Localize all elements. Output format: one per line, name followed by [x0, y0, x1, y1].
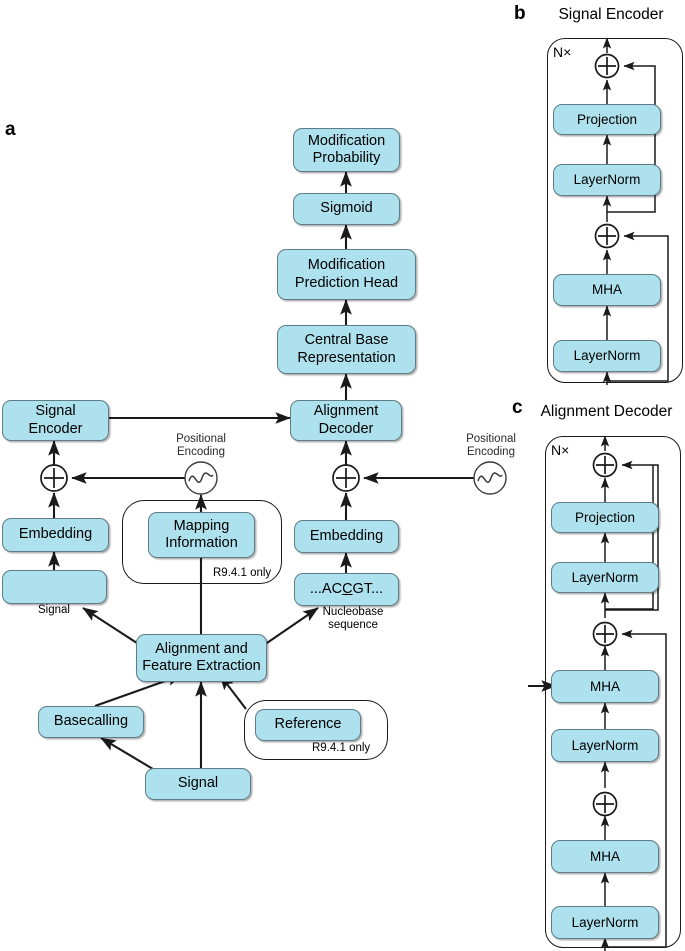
panel-c-node-mha-cross[interactable]: MHA — [551, 670, 659, 703]
node-label: Central Base Representation — [297, 332, 396, 366]
node-label: Alignment and Feature Extraction — [142, 640, 261, 674]
node-signal-input[interactable]: Signal — [145, 768, 251, 800]
alignment-decoder-container — [545, 436, 681, 948]
caption-positional-encoding-right: Positional Encoding — [466, 433, 516, 459]
panel-b-node-mha[interactable]: MHA — [553, 274, 661, 306]
node-label: Sigmoid — [320, 200, 373, 217]
panel-letter-b: b — [514, 3, 526, 24]
mapping-information-version-note: R9.4.1 only — [213, 567, 272, 579]
node-alignment-feature-extraction[interactable]: Alignment and Feature Extraction — [136, 634, 267, 682]
positional-encoding-icon-left — [184, 461, 218, 495]
node-label: Mapping Information — [165, 517, 238, 551]
signal-encoder-container — [547, 38, 683, 383]
panel-c-node-mha-self[interactable]: MHA — [551, 840, 659, 873]
reference-group — [244, 700, 388, 760]
panel-c-repeat-label: N× — [551, 442, 570, 458]
node-modification-prediction-head[interactable]: Modification Prediction Head — [277, 249, 416, 300]
mapping-information-group — [122, 500, 282, 584]
node-label: Modification Prediction Head — [294, 257, 399, 291]
node-label: Projection — [576, 111, 638, 127]
node-label: Signal — [177, 775, 219, 792]
node-label: MHA — [590, 848, 620, 864]
node-alignment-decoder[interactable]: Alignment Decoder — [290, 400, 402, 441]
panel-c-node-layernorm-middle[interactable]: LayerNorm — [551, 729, 659, 762]
node-label: Embedding — [18, 526, 93, 543]
node-label: MHA — [592, 282, 622, 298]
node-label: Basecalling — [53, 713, 129, 730]
node-signal-squiggle-box[interactable] — [2, 570, 107, 604]
node-embedding-left[interactable]: Embedding — [2, 518, 109, 552]
node-label: LayerNorm — [573, 172, 641, 188]
nucleobase-modified-base: C — [342, 580, 353, 597]
node-label: Modification Probability — [307, 132, 386, 166]
node-nucleobase-sequence-box[interactable]: ...ACCGT... — [294, 573, 399, 606]
node-mapping-information[interactable]: Mapping Information — [148, 512, 255, 558]
panel-b-title: Signal Encoder — [558, 6, 664, 23]
caption-nucleobase-sequence: Nucleobase sequence — [322, 606, 384, 631]
panel-c-node-projection[interactable]: Projection — [551, 502, 659, 533]
panel-b-repeat-label: N× — [553, 44, 572, 60]
node-label: LayerNorm — [573, 348, 641, 364]
positional-encoding-icon-right — [473, 461, 507, 495]
node-label: MHA — [590, 678, 620, 694]
node-label: LayerNorm — [571, 569, 639, 585]
panel-c-title: Alignment Decoder — [540, 403, 673, 420]
nucleobase-prefix: ...AC — [309, 580, 343, 597]
nucleobase-text: ...ACCGT... — [310, 581, 383, 598]
reference-version-note: R9.4.1 only — [312, 742, 371, 754]
node-reference[interactable]: Reference — [255, 709, 361, 741]
panel-letter-a: a — [5, 119, 16, 140]
add-node-decoder-branch — [332, 464, 360, 492]
node-label: LayerNorm — [571, 914, 639, 930]
node-modification-probability[interactable]: Modification Probability — [293, 128, 400, 172]
node-sigmoid[interactable]: Sigmoid — [293, 193, 400, 225]
panel-b-node-layernorm-lower[interactable]: LayerNorm — [553, 340, 661, 372]
panel-b-node-layernorm-upper[interactable]: LayerNorm — [553, 164, 661, 196]
node-label: Projection — [574, 509, 636, 525]
node-label: Reference — [274, 716, 342, 733]
caption-signal: Signal — [38, 604, 70, 616]
node-label: LayerNorm — [571, 737, 639, 753]
panel-letter-c: c — [512, 397, 523, 418]
node-basecalling[interactable]: Basecalling — [38, 706, 144, 738]
panel-c-node-layernorm-top[interactable]: LayerNorm — [551, 562, 659, 593]
node-label: Signal Encoder — [28, 403, 83, 437]
node-embedding-right[interactable]: Embedding — [294, 520, 399, 553]
node-central-base-representation[interactable]: Central Base Representation — [277, 325, 416, 374]
panel-c-node-layernorm-bottom[interactable]: LayerNorm — [551, 906, 659, 939]
node-label: Embedding — [309, 527, 384, 544]
nucleobase-suffix: GT... — [352, 580, 384, 597]
node-label: Alignment Decoder — [313, 403, 379, 437]
caption-positional-encoding-left: Positional Encoding — [176, 433, 226, 459]
panel-b-node-projection[interactable]: Projection — [553, 104, 661, 135]
add-node-signal-branch — [40, 464, 68, 492]
node-signal-encoder[interactable]: Signal Encoder — [2, 400, 109, 441]
